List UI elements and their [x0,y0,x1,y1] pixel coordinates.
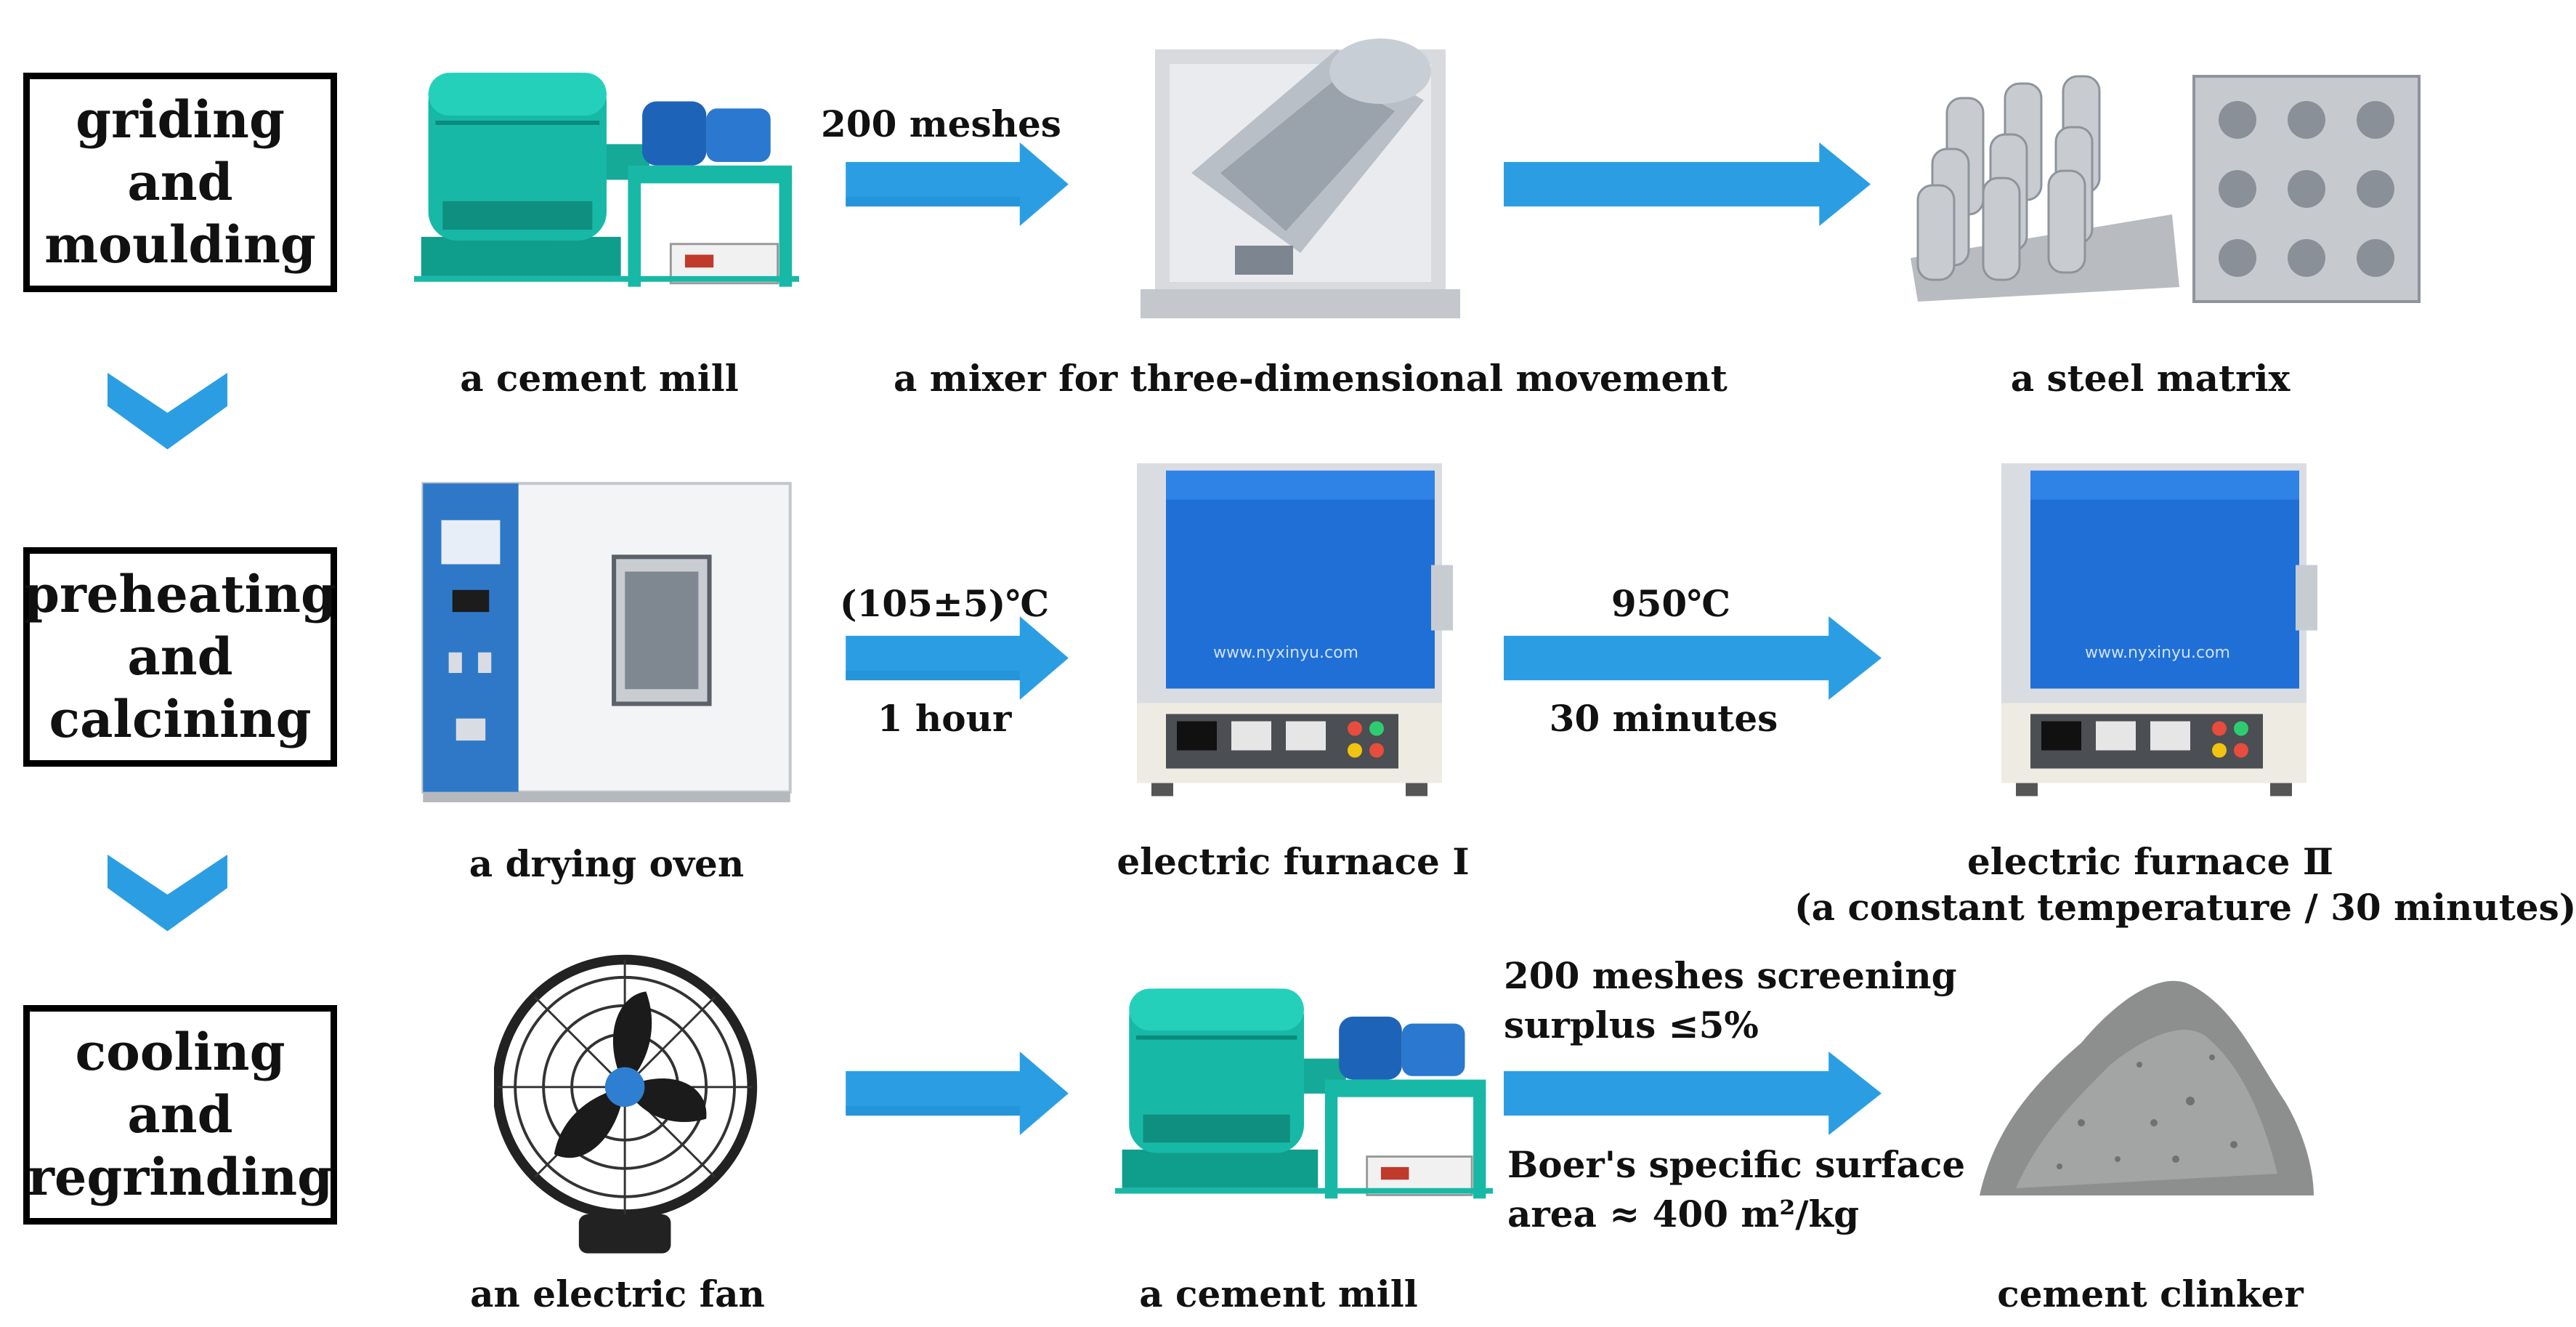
stage-title: cooling and regrinding [27,1022,333,1207]
drying-oven-illustration [421,469,792,807]
caption-cement-mill: a cement mill [460,357,739,400]
arrow-label-area: area ≈ 400 m²/kg [1507,1193,1860,1235]
caption-electric-furnace-2: electric furnace Ⅱ [1967,840,2334,883]
steel-matrix-illustration [1903,69,2426,309]
electric-furnace-1-illustration [1137,461,1457,799]
stage-title: preheating and calcining [24,564,336,749]
arrow-label-duration: 30 minutes [1549,697,1778,740]
cement-clinker-illustration [1972,956,2321,1217]
caption-electric-furnace-1: electric furnace Ⅰ [1117,840,1470,883]
caption-electric-furnace-2-note: (a constant temperature / 30 minutes) [1794,886,2576,929]
furnace-brand-text: www.nyxinyu.com [1213,644,1358,662]
three-dimensional-mixer-illustration [1141,20,1460,318]
cement-mill-illustration [1115,974,1493,1206]
stage-box-griding-moulding: griding and moulding [23,73,337,292]
caption-mixer: a mixer for three-dimensional movement [894,357,1728,400]
arrow-right-icon [1504,142,1871,226]
caption-cement-clinker: cement clinker [1997,1272,2304,1315]
caption-drying-oven: a drying oven [469,842,745,885]
arrow-right-icon [1504,616,1882,700]
stage-title: griding and moulding [44,89,316,275]
chevron-down-icon [108,854,227,935]
stage-box-cooling-regrinding: cooling and regrinding [23,1005,337,1225]
arrow-right-icon [839,142,1075,226]
electric-fan-illustration [494,952,763,1265]
chevron-down-icon [108,372,227,453]
arrow-label-surplus: surplus ≤5% [1504,1004,1759,1046]
arrow-label-screening: 200 meshes screening [1504,954,1957,997]
arrow-label-duration: 1 hour [877,697,1012,740]
arrow-right-icon [1504,1052,1882,1135]
caption-cement-mill: a cement mill [1139,1272,1418,1315]
arrow-label-specific-surface: Boer's specific surface [1507,1143,1966,1186]
arrow-label-temperature: 950℃ [1611,582,1731,625]
arrow-label-200-meshes: 200 meshes [821,102,1061,145]
furnace-brand-text: www.nyxinyu.com [2085,644,2230,662]
caption-steel-matrix: a steel matrix [2010,357,2291,400]
caption-electric-fan: an electric fan [470,1272,765,1315]
cement-mill-illustration [414,58,799,294]
electric-furnace-2-illustration [2001,461,2321,799]
arrow-right-icon [839,1052,1075,1135]
arrow-right-icon [839,616,1075,700]
arrow-label-temperature: (105±5)℃ [839,582,1050,625]
stage-box-preheating-calcining: preheating and calcining [23,547,337,767]
